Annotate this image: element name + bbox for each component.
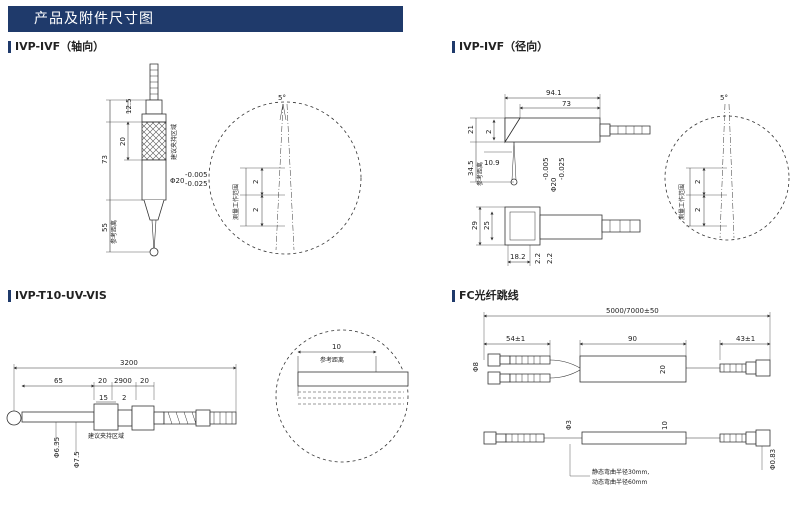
section-title-radial: IVP-IVF（径向） (452, 40, 548, 54)
axial-dim-total: 73 (101, 155, 109, 164)
radial-dim-29: 29 (471, 221, 479, 230)
axial-dim-range: 2 (252, 180, 260, 184)
axial-labels: 12.5 20 建议夹持区域 73 Φ20 -0.005 -0.025 55 参… (101, 94, 286, 244)
t10-clamp-label: 建议夹持区域 (88, 432, 124, 440)
axial-angle: 5° (278, 94, 286, 102)
axial-diameter-bottom: -0.025 (185, 180, 208, 188)
radial-dim-21: 21 (467, 125, 475, 134)
t10-dim-7-5: Φ7.5 (73, 451, 81, 468)
axial-diameter-prefix: Φ20 (170, 177, 184, 185)
axial-dim-top: 12.5 (125, 98, 133, 114)
axial-range-label: 测量工作范围 (232, 184, 240, 220)
axial-probe-drawing (106, 63, 362, 257)
fc-bend-static: 静态弯曲半径30mm, (592, 468, 649, 476)
fc-labels: 5000/7000±50 54±1 90 43±1 20 Φ8 Φ3 10 Φ0… (472, 307, 777, 486)
t10-ref-label: 参考距离 (320, 356, 344, 364)
fc-dim-10: 10 (661, 421, 669, 430)
radial-dim-total: 94.1 (546, 89, 562, 97)
fc-dim-43: 43±1 (736, 335, 755, 343)
radial-angle: 5° (720, 94, 728, 102)
t10-dim-15: 15 (99, 394, 108, 402)
radial-dim-2: 2 (485, 130, 493, 134)
radial-dim-range2: 2 (694, 208, 702, 212)
t10-dim-2900: 2900 (114, 377, 132, 385)
radial-dim-34-5: 34.5 (467, 160, 475, 176)
t10-dim-20a: 20 (98, 377, 107, 385)
fc-dim-phi8: Φ8 (472, 362, 480, 372)
radial-dim-2-2b: 2.2 (546, 253, 554, 264)
t10-dim-65: 65 (54, 377, 63, 385)
fc-dim-total: 5000/7000±50 (606, 307, 659, 315)
radial-ref-label: 参考距离 (476, 162, 484, 186)
axial-clamp-label: 建议夹持区域 (170, 124, 178, 160)
fc-dim-phi083: Φ0.83 (769, 449, 777, 470)
fc-dim-90: 90 (628, 335, 637, 343)
radial-range-label: 测量工作范围 (678, 184, 686, 220)
radial-diameter-top: -0.005 (542, 157, 550, 180)
t10-labels: 3200 65 20 2900 20 15 2 Φ6.35 Φ7.5 建议夹持区… (53, 343, 344, 468)
radial-dim-body: 73 (562, 100, 571, 108)
axial-dim-range2: 2 (252, 208, 260, 212)
section-title-axial: IVP-IVF（轴向） (8, 40, 104, 54)
axial-dim-ref: 55 (101, 223, 109, 232)
radial-dim-25: 25 (483, 221, 491, 230)
radial-dim-range: 2 (694, 180, 702, 184)
radial-diameter-bottom: -0.025 (558, 157, 566, 180)
fc-cable-drawing (483, 312, 771, 477)
t10-detail-10: 10 (332, 343, 341, 351)
radial-probe-drawing (470, 94, 790, 266)
fc-dim-54: 54±1 (506, 335, 525, 343)
t10-dim-total: 3200 (120, 359, 138, 367)
t10-dim-2: 2 (122, 394, 126, 402)
axial-diameter-top: -0.005 (185, 171, 208, 179)
fc-bend-dynamic: 动态弯曲半径60mm (592, 478, 647, 486)
radial-diameter-prefix: Φ20 (550, 178, 558, 192)
page-banner: 产品及附件尺寸图 (8, 6, 403, 32)
radial-dim-2-2a: 2.2 (534, 253, 542, 264)
radial-dim-18-2: 18.2 (510, 253, 526, 261)
radial-labels: 94.1 73 21 2 10.9 34.5 参考距离 Φ20 -0.005 -… (467, 89, 728, 264)
axial-dim-clamp: 20 (119, 137, 127, 146)
section-title-t10: IVP-T10-UV-VIS (8, 289, 107, 303)
t10-probe-drawing (6, 329, 409, 463)
t10-dim-6-35: Φ6.35 (53, 437, 61, 458)
radial-dim-10-9: 10.9 (484, 159, 500, 167)
banner-title: 产品及附件尺寸图 (34, 11, 154, 27)
fc-dim-phi3: Φ3 (565, 420, 573, 430)
t10-dim-20b: 20 (140, 377, 149, 385)
fc-dim-20: 20 (659, 365, 667, 374)
section-title-fc: FC光纤跳线 (452, 289, 519, 303)
axial-ref-label: 参考距离 (110, 220, 118, 244)
